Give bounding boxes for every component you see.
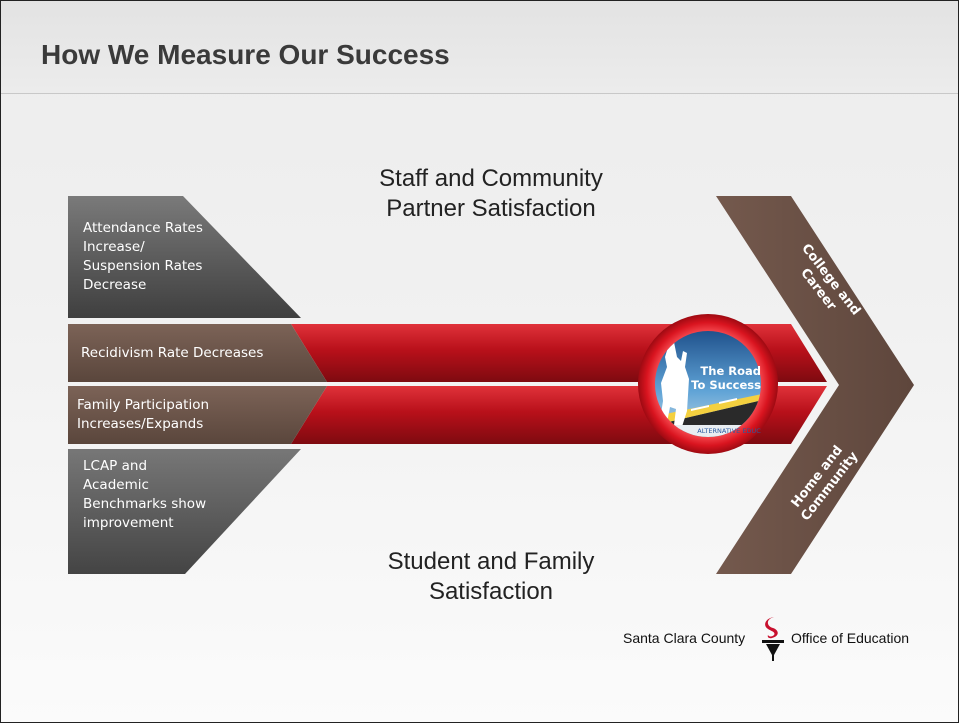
left-block-family — [68, 386, 327, 444]
family-line-1: Family Participation — [77, 397, 210, 413]
recidivism-label: Recidivism Rate Decreases — [81, 344, 301, 363]
lcap-line-1: LCAP and — [83, 458, 148, 474]
family-line-2: Increases/Expands — [77, 416, 204, 432]
lcap-line-4: improvement — [83, 515, 174, 531]
logo-right-text: Office of Education — [791, 630, 910, 646]
road-badge-line-2: To Success — [691, 378, 761, 392]
road-badge-title: The Road To Success — [691, 364, 761, 392]
lcap-label: LCAP and Academic Benchmarks show improv… — [83, 457, 253, 533]
attendance-line-3: Suspension Rates — [83, 258, 203, 274]
bottom-caption-line-2: Satisfaction — [428, 578, 554, 605]
left-block-lcap — [68, 449, 301, 574]
top-caption-line-1: Staff and Community — [379, 165, 603, 192]
attendance-line-4: Decrease — [83, 277, 147, 293]
logo-left-text: Santa Clara County — [623, 630, 746, 646]
attendance-line-1: Attendance Rates — [83, 220, 203, 236]
bottom-caption-line-1: Student and Family — [387, 548, 595, 575]
road-badge: ALTERNATIVE EDUC — [638, 314, 778, 454]
title-bar: How We Measure Our Success — [1, 1, 958, 94]
lcap-line-2: Academic — [83, 477, 149, 493]
attendance-line-2: Increase/ — [83, 239, 145, 255]
right-chevron — [716, 196, 914, 574]
badge-small-text: ALTERNATIVE EDUC — [697, 427, 761, 435]
left-block-recidivism — [68, 324, 327, 382]
slide-title: How We Measure Our Success — [41, 39, 450, 70]
top-caption-line-2: Partner Satisfaction — [386, 195, 596, 222]
scc-office-logo: Santa Clara County Office of Education — [619, 615, 929, 663]
bottom-caption: Student and Family Satisfaction — [341, 547, 641, 607]
attendance-label: Attendance Rates Increase/ Suspension Ra… — [83, 219, 253, 295]
torch-icon — [762, 617, 784, 661]
road-badge-line-1: The Road — [700, 364, 761, 378]
family-label: Family Participation Increases/Expands — [77, 396, 287, 434]
top-caption: Staff and Community Partner Satisfaction — [341, 164, 641, 224]
left-block-attendance — [68, 196, 301, 318]
lcap-line-3: Benchmarks show — [83, 496, 207, 512]
recidivism-line-1: Recidivism Rate Decreases — [81, 345, 264, 361]
